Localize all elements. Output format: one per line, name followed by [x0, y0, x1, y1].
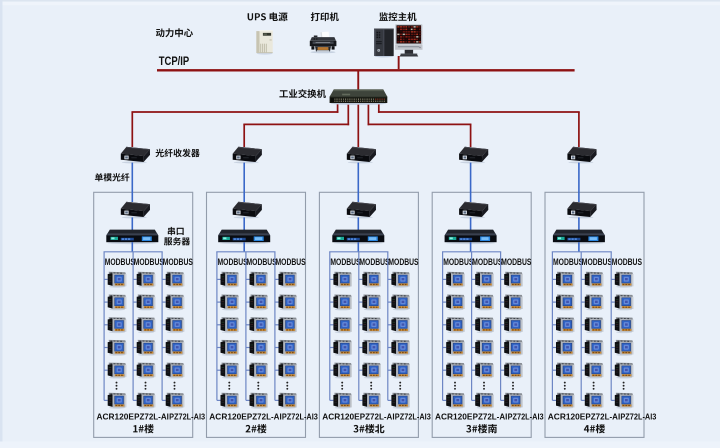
- svg-text:MODBUS: MODBUS: [330, 257, 360, 267]
- svg-text:MODBUS: MODBUS: [553, 257, 583, 267]
- svg-text:PZ72L-AI3: PZ72L-AI3: [620, 411, 656, 421]
- svg-text:ACR120E: ACR120E: [435, 411, 473, 421]
- svg-text:ACR120E: ACR120E: [322, 411, 360, 421]
- svg-text:PZ72L-AI3: PZ72L-AI3: [395, 411, 431, 421]
- svg-text:PZ72L-AI: PZ72L-AI: [134, 411, 169, 421]
- svg-text:PZ72L-AI3: PZ72L-AI3: [508, 411, 544, 421]
- svg-text:PZ72L-AI3: PZ72L-AI3: [282, 411, 318, 421]
- svg-text:ACR120E: ACR120E: [209, 411, 247, 421]
- svg-text:MODBUS: MODBUS: [276, 257, 306, 267]
- svg-text:MODBUS: MODBUS: [359, 257, 389, 267]
- svg-text:MODBUS: MODBUS: [388, 257, 418, 267]
- svg-text:TCP/IP: TCP/IP: [159, 54, 189, 68]
- svg-text:MODBUS: MODBUS: [163, 257, 193, 267]
- svg-text:PZ72L-AI: PZ72L-AI: [360, 411, 395, 421]
- svg-text:MODBUS: MODBUS: [612, 257, 642, 267]
- svg-text:MODBUS: MODBUS: [247, 257, 277, 267]
- svg-text:PZ72L-AI: PZ72L-AI: [247, 411, 282, 421]
- svg-text:PZ72L-AI: PZ72L-AI: [585, 411, 620, 421]
- svg-text:ACR120E: ACR120E: [548, 411, 586, 421]
- svg-text:MODBUS: MODBUS: [472, 257, 502, 267]
- svg-text:MODBUS: MODBUS: [218, 257, 248, 267]
- svg-text:MODBUS: MODBUS: [443, 257, 473, 267]
- svg-text:PZ72L-AI: PZ72L-AI: [473, 411, 508, 421]
- svg-text:MODBUS: MODBUS: [501, 257, 531, 267]
- svg-text:ACR120E: ACR120E: [97, 411, 135, 421]
- svg-text:MODBUS: MODBUS: [105, 257, 135, 267]
- svg-text:PZ72L-AI3: PZ72L-AI3: [169, 411, 205, 421]
- svg-text:MODBUS: MODBUS: [582, 257, 612, 267]
- svg-text:MODBUS: MODBUS: [134, 257, 164, 267]
